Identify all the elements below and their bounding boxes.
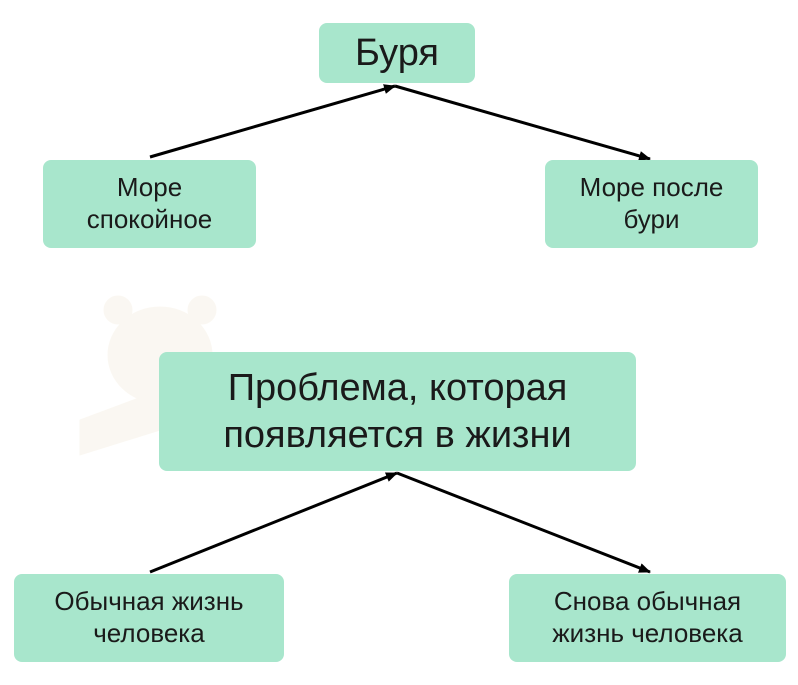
node-ordinary-life-again: Снова обычная жизнь человека xyxy=(509,574,786,662)
arrow-problem-to-ordinary-again xyxy=(396,471,651,574)
node-sea-after-storm-label: Море после бури xyxy=(579,172,724,234)
arrow-ordinary-life-to-problem xyxy=(149,471,398,574)
node-storm-label: Буря xyxy=(355,31,439,74)
node-calm-sea: Море спокойное xyxy=(43,160,256,248)
arrow-calm-sea-to-storm xyxy=(149,84,396,159)
node-ordinary-life-again-label: Снова обычная жизнь человека xyxy=(552,586,743,648)
node-life-problem: Проблема, которая появляется в жизни xyxy=(159,352,636,471)
arrow-storm-to-sea-after xyxy=(394,84,651,161)
node-sea-after-storm: Море после бури xyxy=(545,160,758,248)
node-ordinary-life-label: Обычная жизнь человека xyxy=(54,586,244,648)
node-ordinary-life: Обычная жизнь человека xyxy=(14,574,284,662)
node-calm-sea-label: Море спокойное xyxy=(86,172,213,234)
node-life-problem-label: Проблема, которая появляется в жизни xyxy=(223,367,572,456)
node-storm: Буря xyxy=(319,23,475,83)
